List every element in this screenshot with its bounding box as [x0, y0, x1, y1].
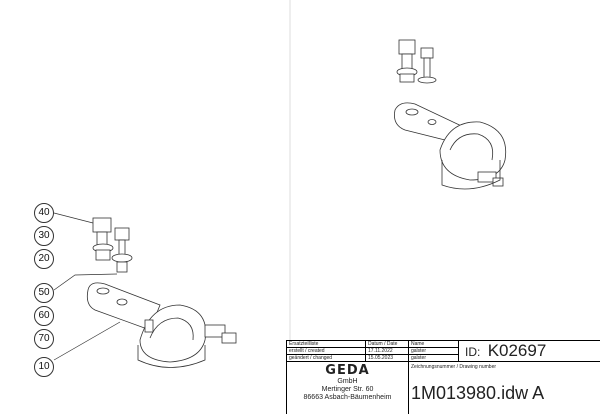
company-cell: GEDA GmbH Mertinger Str. 60 86663 Asbach… — [286, 361, 409, 414]
drawing-number: 1M013980.idw A — [411, 383, 545, 403]
geda-logo: GEDA — [325, 363, 370, 378]
id-cell: ID: K02697 — [458, 340, 600, 362]
balloon-30: 30 — [34, 226, 54, 246]
leader-lines — [53, 212, 121, 361]
balloon-20: 20 — [34, 249, 54, 269]
balloon-70: 70 — [34, 329, 54, 349]
balloon-40: 40 — [34, 203, 54, 223]
assembly-view-top — [394, 39, 507, 190]
company-street: Mertinger Str. 60 — [321, 386, 374, 393]
id-value: K02697 — [487, 341, 547, 360]
balloon-50: 50 — [34, 283, 54, 303]
company-city: 86663 Asbach-Bäumenheim — [303, 394, 392, 401]
balloon-60: 60 — [34, 306, 54, 326]
balloon-10: 10 — [34, 357, 54, 377]
id-label: ID: — [465, 345, 481, 359]
drawing-number-cell: Zeichnungsnummer / Drawing number 1M0139… — [408, 361, 600, 414]
assembly-view-exploded — [86, 217, 237, 368]
company-suffix: GmbH — [337, 378, 358, 385]
drawing-number-label: Zeichnungsnummer / Drawing number — [411, 364, 497, 370]
